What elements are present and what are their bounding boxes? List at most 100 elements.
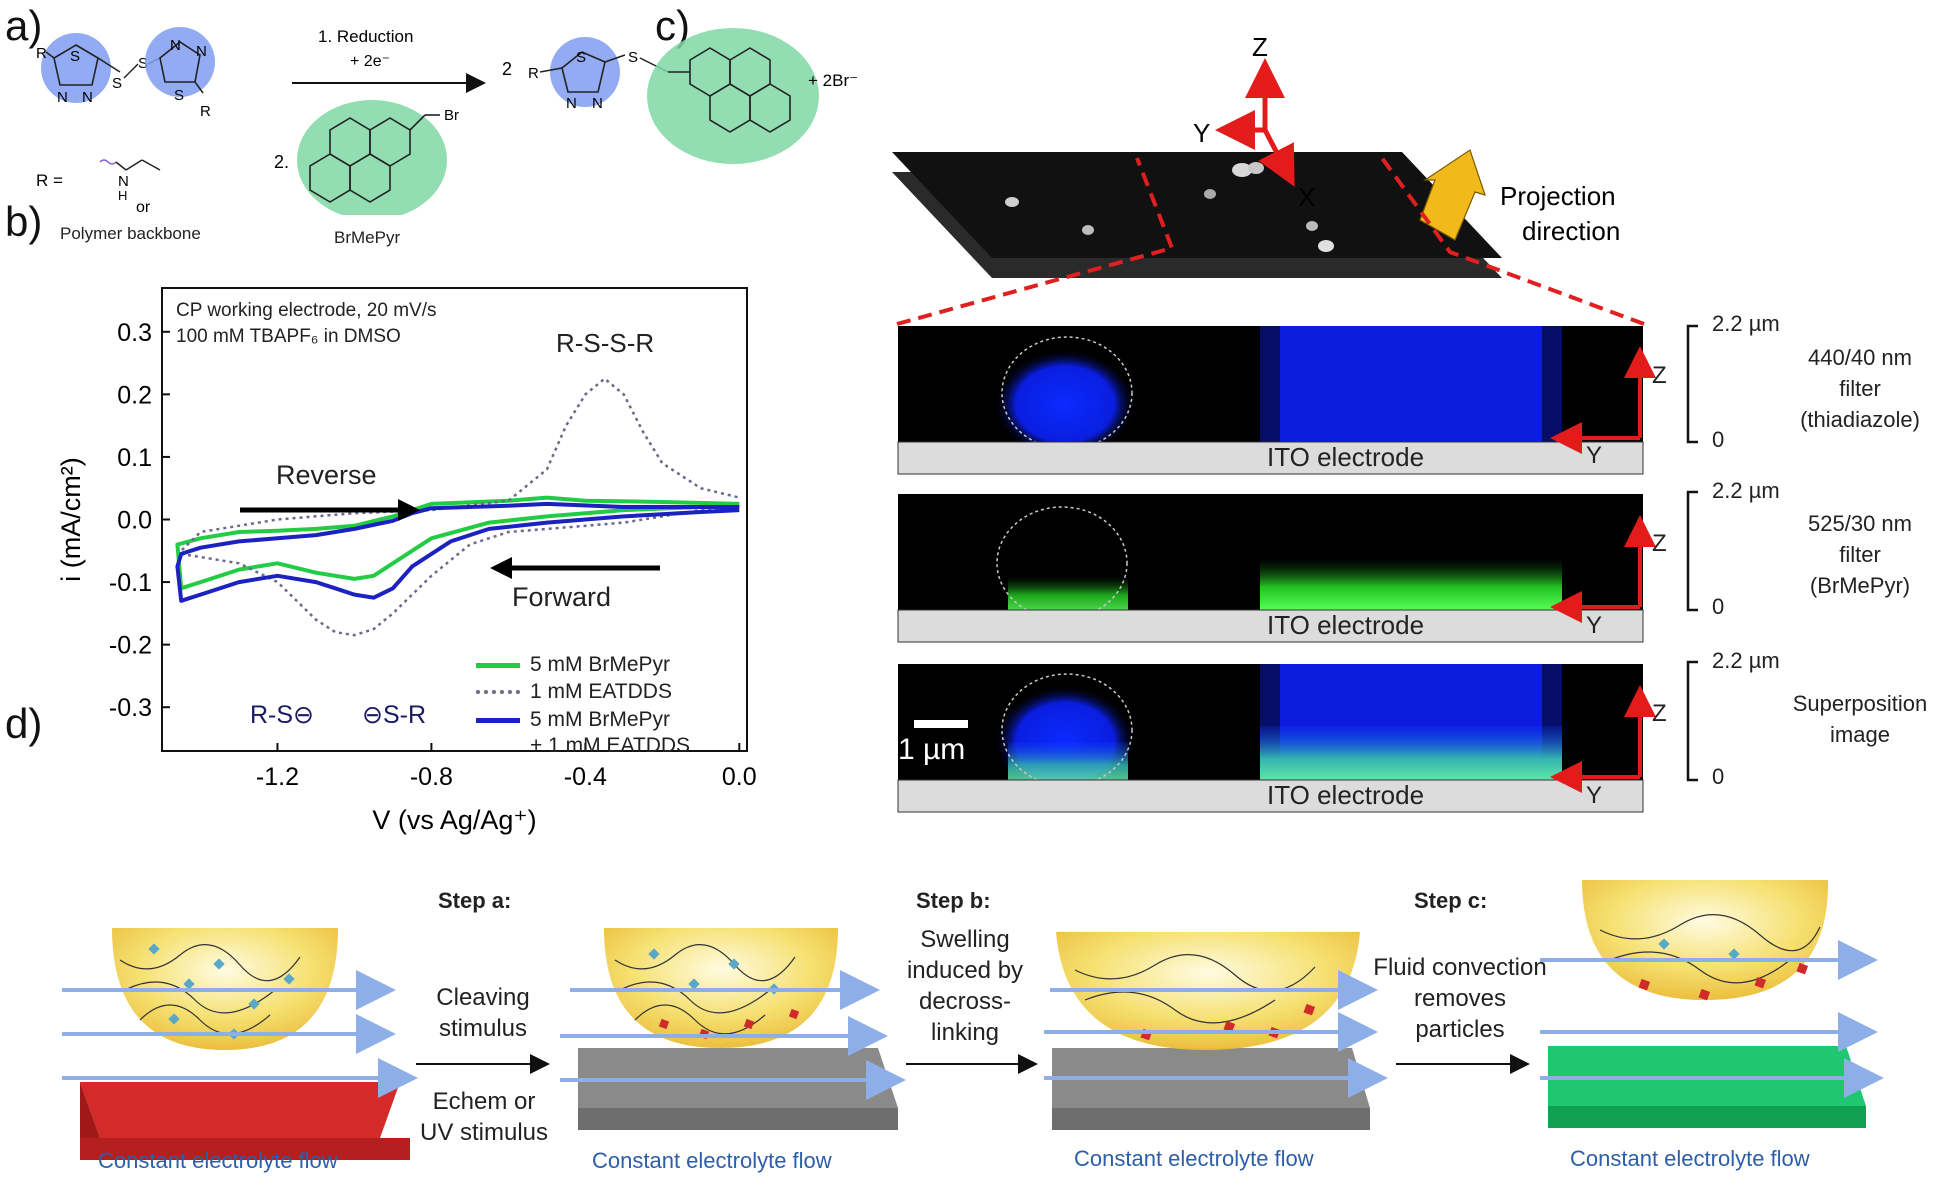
step-a-title: Step a: (438, 888, 512, 913)
thiadiazole-highlight (550, 37, 620, 107)
filter-line: (thiadiazole) (1800, 407, 1920, 432)
ito-electrode-label: ITO electrode (1267, 610, 1425, 640)
reaction-electrons: + 2e⁻ (350, 53, 390, 70)
scale-bottom-label: 0 (1712, 594, 1725, 619)
or-label: or (136, 199, 151, 215)
pyrene-highlight (297, 100, 447, 215)
polymer-backbone-label: Polymer backbone (60, 224, 201, 243)
scale-bar-label: 1 µm (898, 733, 966, 766)
step-b-description: Swelling induced by decross- linking (890, 924, 1040, 1048)
x-tick-label: -0.8 (410, 763, 453, 791)
reverse-arrow (240, 499, 420, 521)
atom-br: Br (444, 107, 459, 124)
stage-2 (560, 928, 906, 1130)
row-green (897, 494, 1644, 643)
stage-3 (1044, 932, 1388, 1130)
row-axis-z: Z (1652, 362, 1667, 389)
atom-s: S (138, 55, 148, 72)
r-group-label: R (528, 65, 539, 82)
atom-n: N (196, 43, 207, 60)
panel-label-b: b) (5, 198, 43, 245)
legend-label: 5 mM BrMePyr (530, 708, 671, 731)
filter-line: filter (1839, 376, 1881, 401)
reaction-step-1: 1. Reduction (318, 27, 413, 46)
step-text: Swelling (920, 926, 1010, 953)
filter-description: 440/40 nm filter (thiadiazole) (1770, 342, 1950, 435)
flow-label: Constant electrolyte flow (98, 1148, 338, 1173)
stage-1 (62, 928, 418, 1160)
scale-bottom-label: 0 (1712, 427, 1725, 452)
r-group-label: R (36, 45, 47, 62)
crop-indicator (896, 156, 1645, 326)
scale-bottom-label: 0 (1712, 764, 1725, 789)
step-c-title: Step c: (1414, 888, 1488, 913)
scale-top-label: 2.2 µm (1712, 311, 1780, 336)
x-axis-label: X (1298, 182, 1315, 212)
step-text: induced by (906, 957, 1024, 984)
thiadiazole-highlight (41, 33, 111, 103)
chart-legend: 5 mM BrMePyr 1 mM EATDDS 5 mM BrMePyr + … (476, 652, 766, 758)
scale-top-label: 2.2 µm (1712, 648, 1780, 673)
step-text: particles (1415, 1016, 1505, 1043)
x-tick-label: 0.0 (722, 763, 757, 791)
row-axis-y: Y (1586, 442, 1603, 469)
process-schematic (62, 880, 1884, 1160)
row-axis-y: Y (1586, 782, 1603, 809)
y-tick-label: -0.3 (109, 694, 152, 722)
projection-arrow-icon (1419, 149, 1486, 241)
filter-line: image (1830, 722, 1890, 747)
step-a-stimulus: Cleaving stimulus (408, 982, 558, 1044)
atom-n: N (170, 37, 181, 54)
forward-arrow (490, 557, 660, 579)
reaction-scheme: S N N R S S N N S R R = N H or 1. Reduct… (36, 27, 858, 215)
row-blue (897, 326, 1644, 475)
y-tick-label: 0.1 (117, 444, 152, 472)
reagent-name: BrMePyr (334, 228, 401, 247)
legend-item: 5 mM BrMePyr (476, 706, 766, 734)
y-axis-label: Y (1193, 118, 1210, 148)
row-axis-y: Y (1586, 612, 1603, 639)
projection-label: direction (1522, 216, 1620, 246)
image-stack-upper (892, 152, 1502, 258)
ito-electrode-label: ITO electrode (1267, 442, 1425, 472)
step-text: decross- (918, 988, 1012, 1015)
y-tick-label: -0.1 (109, 569, 152, 597)
filter-line: 525/30 nm (1808, 511, 1912, 536)
chart-info-line-2: 100 mM TBAPF₆ in DMSO (176, 326, 401, 347)
thiadiazole-ring (53, 44, 99, 86)
step-b-title: Step b: (916, 888, 991, 913)
y-tick-label: 0.0 (117, 507, 152, 535)
y-axis-label: i (mA/cm²) (56, 457, 86, 581)
thiolate-left-annotation: R-S⊖ (250, 701, 315, 729)
flow-label: Constant electrolyte flow (1570, 1146, 1810, 1171)
y-tick-label: 0.3 (117, 319, 152, 347)
filter-description: 525/30 nm filter (BrMePyr) (1770, 508, 1950, 601)
x-tick-label: -1.2 (256, 763, 299, 791)
x-tick-label: -0.4 (564, 763, 607, 791)
step-text: linking (930, 1019, 1000, 1046)
filter-line: filter (1839, 542, 1881, 567)
legend-item: 1 mM EATDDS (476, 678, 766, 706)
forward-label: Forward (512, 582, 612, 612)
panel-label-d: d) (5, 700, 43, 747)
r-group-label: R (200, 103, 211, 120)
step-text: Fluid convection (1373, 954, 1547, 981)
thiolate-right-annotation: ⊖S-R (362, 701, 427, 729)
step-text: Echem or (432, 1088, 536, 1115)
z-axis-label: Z (1252, 32, 1268, 62)
legend-label: 1 mM EATDDS (530, 680, 672, 703)
filter-description: Superposition image (1760, 688, 1960, 750)
projection-label: Projection (1500, 181, 1616, 211)
filter-line: 440/40 nm (1808, 345, 1912, 370)
r-definition: R = (36, 171, 63, 190)
step-c-description: Fluid convection removes particles (1360, 952, 1560, 1045)
legend-label: 5 mM BrMePyr (530, 653, 671, 676)
cv-series-line (175, 501, 740, 603)
reverse-label: Reverse (276, 460, 377, 490)
atom-s: S (576, 49, 586, 66)
filter-line: (BrMePyr) (1809, 573, 1911, 598)
legend-swatch (476, 717, 520, 723)
atom-s: S (628, 49, 638, 66)
chart-info-line-1: CP working electrode, 20 mV/s (176, 300, 437, 321)
x-axis-label: V (vs Ag/Ag⁺) (372, 805, 536, 835)
